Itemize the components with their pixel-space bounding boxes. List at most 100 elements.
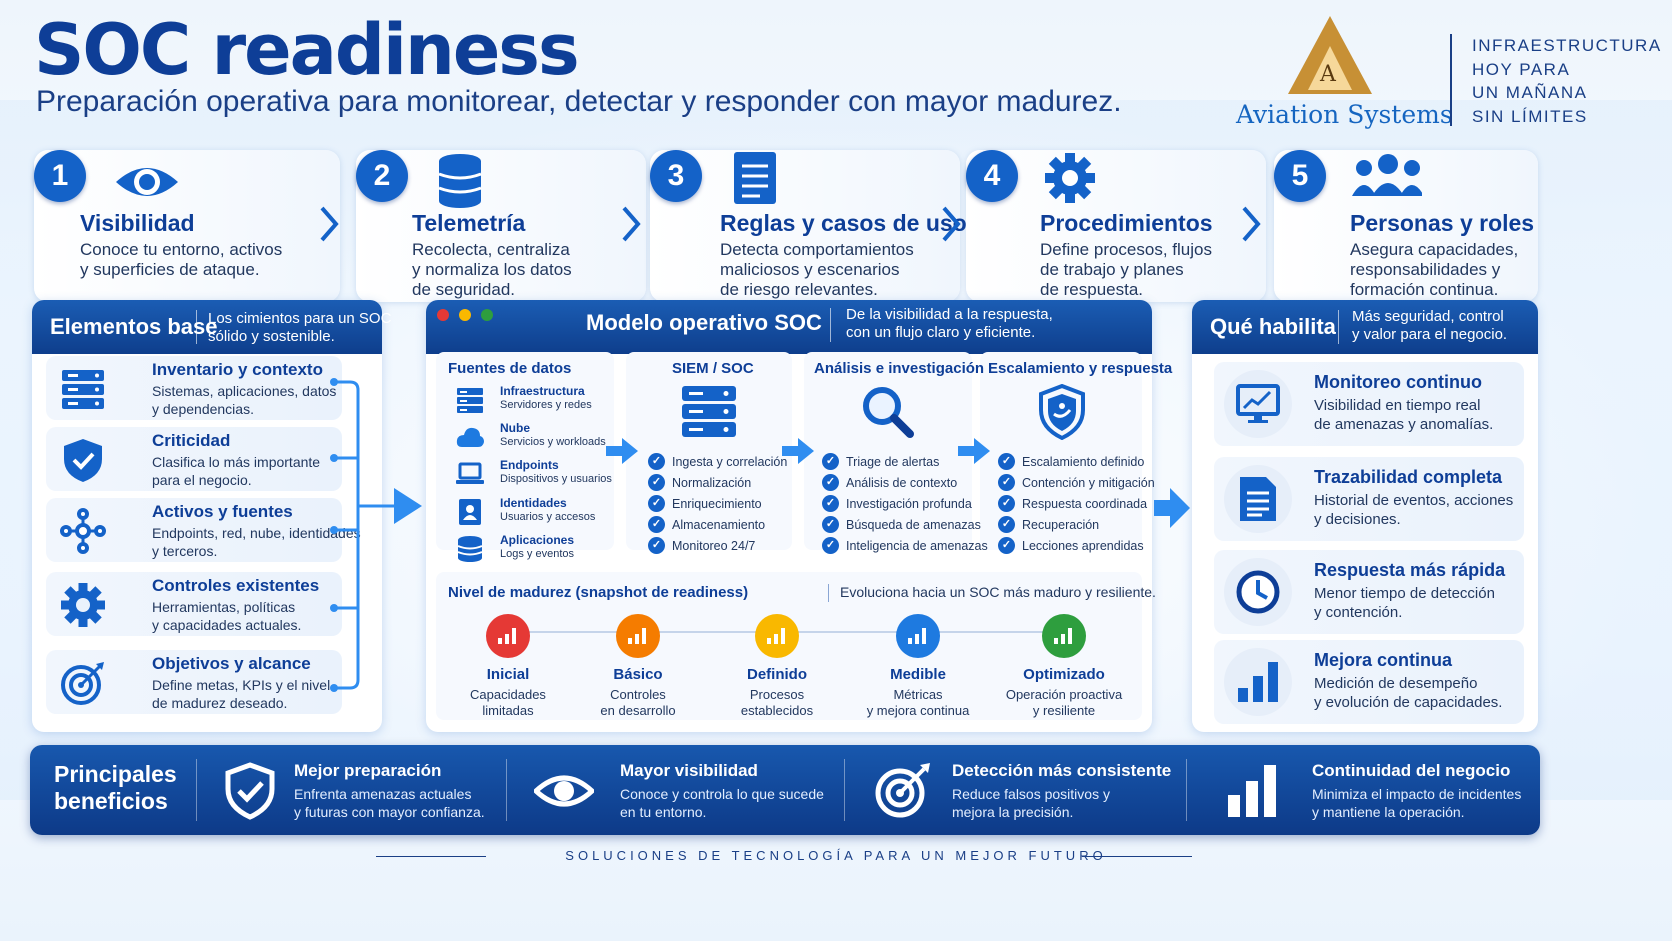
icon-circle bbox=[1224, 558, 1292, 626]
document-icon bbox=[734, 152, 776, 204]
panel-title: Modelo operativo SOC bbox=[586, 310, 822, 335]
target-icon bbox=[875, 763, 930, 818]
step-personas: 5 Personas y roles Asegura capacidades,r… bbox=[1274, 150, 1538, 302]
flow-arrow-icon bbox=[1154, 488, 1190, 528]
laptop-icon bbox=[456, 462, 484, 484]
target-icon bbox=[61, 662, 104, 705]
step-procedimientos: 4 Procedimientos Define procesos, flujos… bbox=[966, 150, 1266, 302]
step-title: Personas y roles bbox=[1350, 210, 1535, 236]
base-item-inventario: Inventario y contexto Sistemas, aplicaci… bbox=[46, 356, 342, 420]
step-title: Visibilidad bbox=[80, 210, 195, 236]
sources-title: Fuentes de datos bbox=[448, 360, 572, 377]
panel-desc: De la visibilidad a la respuesta,con un … bbox=[846, 306, 1053, 341]
people-icon bbox=[1352, 154, 1422, 196]
item-title: Activos y fuentes bbox=[152, 502, 293, 521]
panel-header: Elementos base Los cimientos para un SOC… bbox=[32, 300, 391, 354]
database-icon bbox=[438, 154, 482, 208]
bar-chart-icon bbox=[1054, 628, 1074, 644]
step-number: 3 bbox=[650, 150, 702, 202]
chevron-right-icon bbox=[622, 206, 641, 242]
level-circle bbox=[755, 614, 799, 658]
chevron-right-icon bbox=[1242, 206, 1261, 242]
benefit-title: Detección más consistente bbox=[952, 761, 1172, 780]
panel-title: Elementos base bbox=[50, 314, 218, 339]
header-separator bbox=[1338, 310, 1339, 344]
base-elements-panel: Elementos base Los cimientos para un SOC… bbox=[32, 300, 391, 732]
band-separator bbox=[196, 759, 197, 821]
icon-circle bbox=[1224, 648, 1292, 716]
item-title: Objetivos y alcance bbox=[152, 654, 311, 673]
source-sub: Logs y eventos bbox=[500, 548, 574, 560]
chevron-right-icon bbox=[320, 206, 339, 242]
check-item: Investigación profunda bbox=[822, 495, 972, 513]
cloud-icon bbox=[456, 427, 484, 447]
clock-icon bbox=[1236, 570, 1280, 614]
step-title: Reglas y casos de uso bbox=[720, 210, 967, 236]
siem-title: SIEM / SOC bbox=[672, 360, 754, 377]
siem-server-icon bbox=[682, 386, 736, 437]
gear-icon bbox=[1045, 153, 1095, 203]
aviation-systems-logo: A Aviation Systems bbox=[1236, 16, 1453, 136]
maturity-title: Nivel de madurez (snapshot de readiness) bbox=[448, 584, 749, 601]
source-sub: Servicios y workloads bbox=[500, 436, 606, 448]
flow-arrow-icon bbox=[606, 438, 638, 464]
check-item: Lecciones aprendidas bbox=[998, 537, 1144, 555]
level-title: Definido bbox=[747, 666, 807, 683]
step-number: 4 bbox=[966, 150, 1018, 202]
step-reglas: 3 Reglas y casos de uso Detecta comporta… bbox=[650, 150, 967, 302]
page-title: SOC readiness bbox=[34, 9, 580, 91]
response-title: Escalamiento y respuesta bbox=[988, 360, 1173, 377]
level-title: Inicial bbox=[486, 666, 530, 683]
check-item: Enriquecimiento bbox=[648, 495, 762, 513]
bar-chart-icon bbox=[908, 628, 928, 644]
base-item-activos: Activos y fuentes Endpoints, red, nube, … bbox=[46, 498, 361, 562]
source-identidades: Identidades Usuarios y accesos bbox=[456, 496, 626, 532]
check-item: Recuperación bbox=[998, 516, 1099, 534]
window-dots-icon bbox=[437, 309, 493, 321]
source-title: Identidades bbox=[500, 496, 567, 510]
band-separator bbox=[844, 759, 845, 821]
check-item: Ingesta y correlación bbox=[648, 453, 787, 471]
panel-title: Qué habilita bbox=[1210, 314, 1336, 339]
flow-arrow-icon bbox=[782, 438, 814, 464]
benefit-title: Mayor visibilidad bbox=[620, 761, 758, 780]
shield-hand-icon bbox=[1039, 384, 1085, 440]
tagline-line: INFRAESTRUCTURA bbox=[1472, 36, 1662, 55]
check-item: Escalamiento definido bbox=[998, 453, 1144, 471]
base-item-objetivos: Objetivos y alcance Define metas, KPIs y… bbox=[46, 650, 342, 714]
gear-icon bbox=[61, 583, 105, 627]
shield-check-icon bbox=[225, 762, 275, 820]
check-item: Monitoreo 24/7 bbox=[648, 537, 755, 555]
item-title: Controles existentes bbox=[152, 576, 320, 595]
step-number: 5 bbox=[1274, 150, 1326, 202]
logo-triangle-inner bbox=[1308, 46, 1352, 90]
page-subtitle: Preparación operativa para monitorear, d… bbox=[36, 85, 1122, 118]
base-item-controles: Controles existentes Herramientas, polít… bbox=[46, 572, 342, 636]
source-aplicaciones: Aplicaciones Logs y eventos bbox=[456, 533, 626, 569]
check-item: Búsqueda de amenazas bbox=[822, 516, 981, 534]
tagline-line: SIN LÍMITES bbox=[1472, 106, 1588, 126]
check-item: Respuesta coordinada bbox=[998, 495, 1147, 513]
check-item: Almacenamiento bbox=[648, 516, 765, 534]
